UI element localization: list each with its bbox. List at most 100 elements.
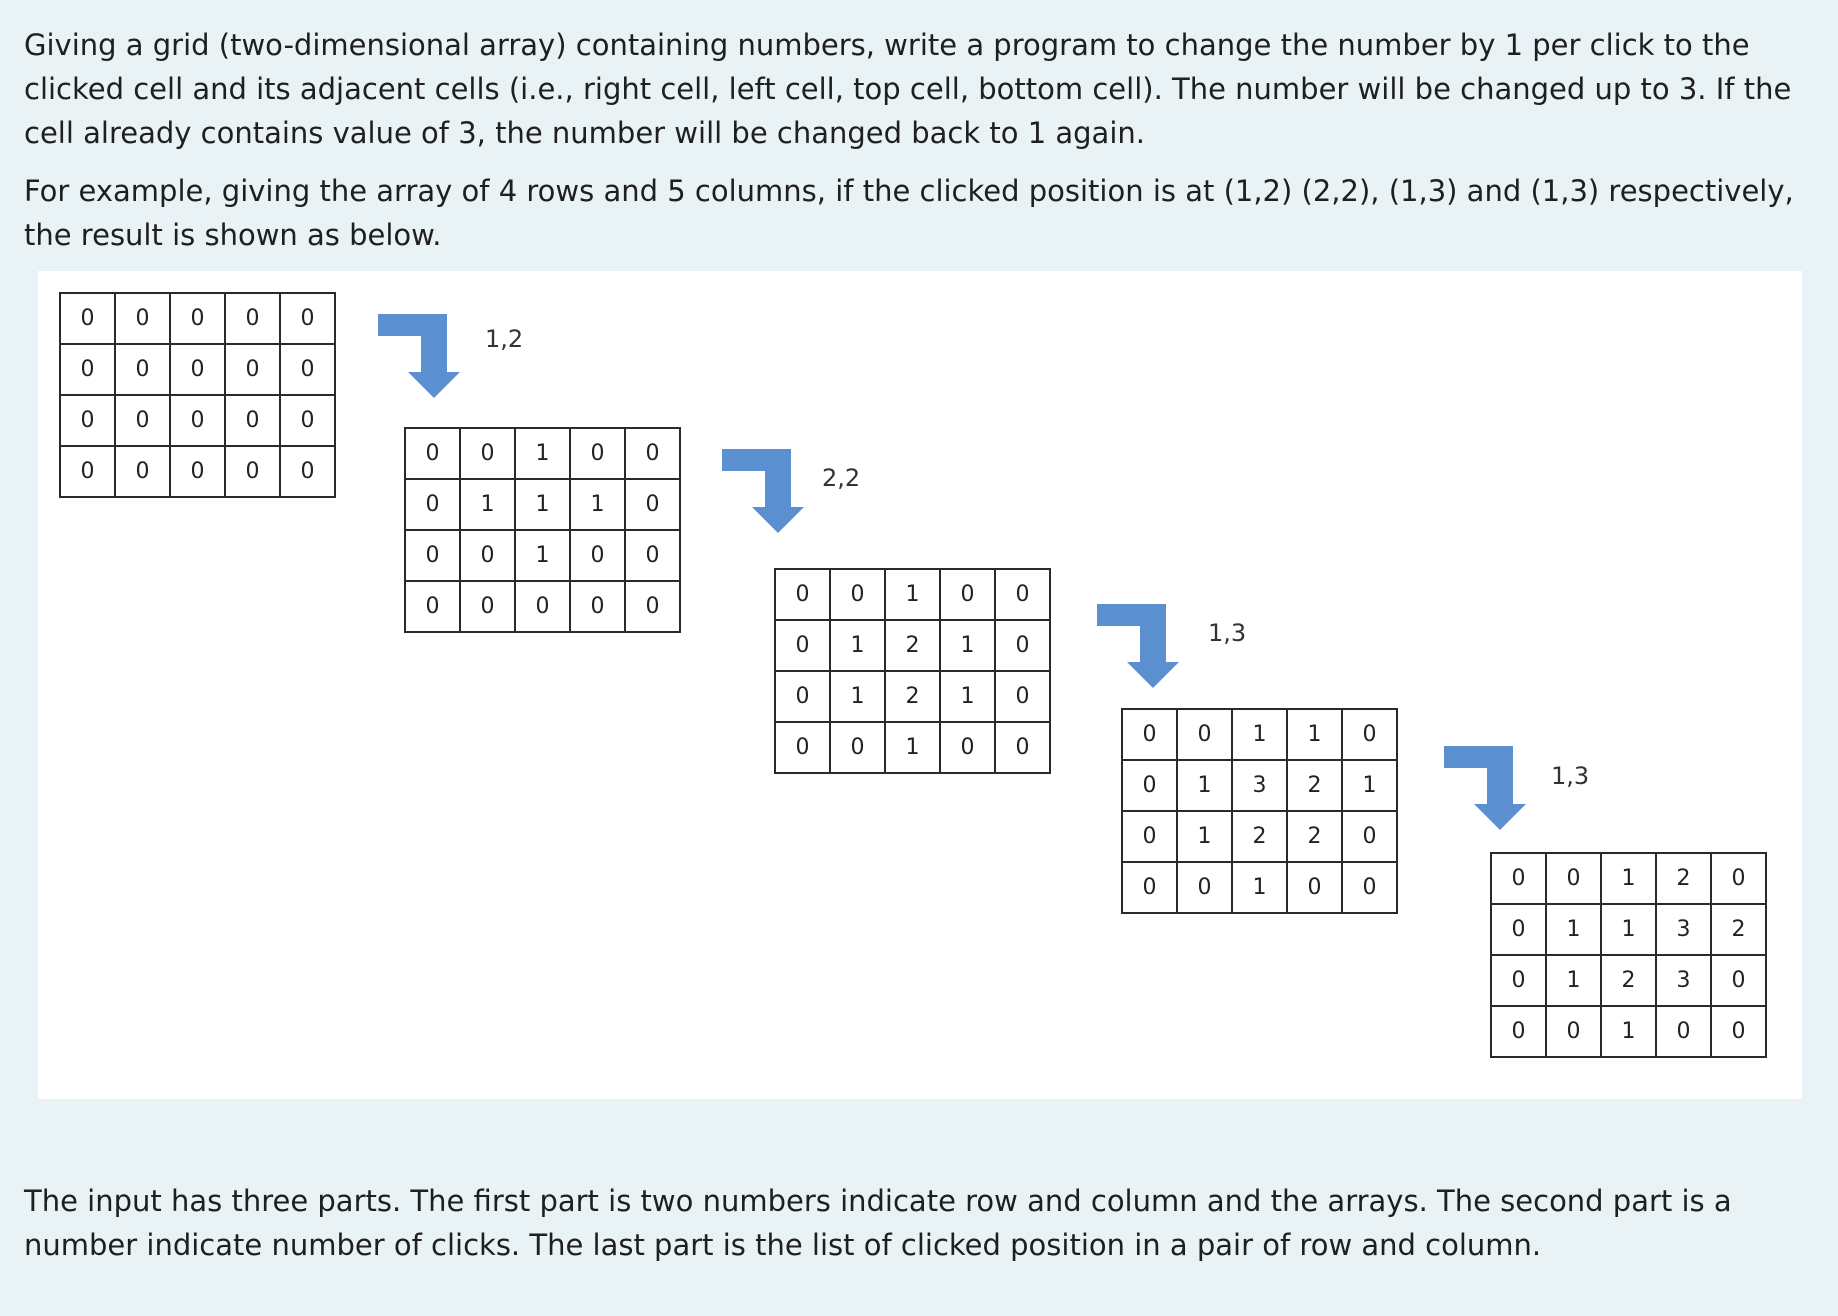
grid-cell: 0 xyxy=(114,343,171,396)
grid-cell: 0 xyxy=(1176,708,1233,761)
arrow-down-icon xyxy=(378,314,460,398)
grid-cell: 0 xyxy=(169,394,226,447)
grid-cell: 0 xyxy=(994,619,1051,672)
grid-cell: 1 xyxy=(514,427,571,480)
click-label-1: 1,2 xyxy=(485,325,524,353)
grid-cell: 1 xyxy=(1231,708,1288,761)
grid-cell: 1 xyxy=(829,670,886,723)
grid-cell: 0 xyxy=(1341,861,1398,914)
grid-cell: 0 xyxy=(774,721,831,774)
grid-cell: 0 xyxy=(404,427,461,480)
grid-cell: 0 xyxy=(114,292,171,345)
grid-cell: 1 xyxy=(514,478,571,531)
grid-cell: 0 xyxy=(224,445,281,498)
grid-cell: 1 xyxy=(1545,903,1602,956)
grid-cell: 1 xyxy=(884,721,941,774)
arrow-down-icon xyxy=(1097,604,1179,688)
grid-cell: 2 xyxy=(1600,954,1657,1007)
grid-cell: 0 xyxy=(1545,852,1602,905)
grid-cell: 1 xyxy=(829,619,886,672)
grid-cell: 0 xyxy=(774,670,831,723)
grid-cell: 0 xyxy=(279,292,336,345)
grid-cell: 0 xyxy=(569,427,626,480)
grid-cell: 0 xyxy=(279,394,336,447)
grid-cell: 2 xyxy=(1286,759,1343,812)
grid-cell: 0 xyxy=(459,580,516,633)
grid-cell: 1 xyxy=(569,478,626,531)
grid-cell: 0 xyxy=(114,445,171,498)
grid-cell: 0 xyxy=(169,445,226,498)
grid-cell: 0 xyxy=(224,343,281,396)
grid-cell: 0 xyxy=(569,529,626,582)
grid-cell: 1 xyxy=(884,568,941,621)
grid-cell: 1 xyxy=(1600,903,1657,956)
grid-cell: 0 xyxy=(569,580,626,633)
grid-cell: 1 xyxy=(514,529,571,582)
grid-cell: 0 xyxy=(224,292,281,345)
grid-cell: 0 xyxy=(59,343,116,396)
grid-cell: 0 xyxy=(829,721,886,774)
grid-cell: 0 xyxy=(114,394,171,447)
grid-cell: 0 xyxy=(829,568,886,621)
grid-cell: 0 xyxy=(59,394,116,447)
grid-cell: 0 xyxy=(59,445,116,498)
grid-cell: 0 xyxy=(624,427,681,480)
example-paragraph: For example, giving the array of 4 rows … xyxy=(24,174,1794,252)
grid-cell: 0 xyxy=(1341,708,1398,761)
grid-cell: 0 xyxy=(1710,852,1767,905)
grid-cell: 1 xyxy=(1176,759,1233,812)
grid-cell: 0 xyxy=(169,343,226,396)
grid-cell: 0 xyxy=(1121,708,1178,761)
grid-cell: 0 xyxy=(404,580,461,633)
grid-cell: 2 xyxy=(1655,852,1712,905)
grid-cell: 0 xyxy=(1286,861,1343,914)
arrow-down-icon xyxy=(1444,746,1526,830)
grid-cell: 0 xyxy=(404,529,461,582)
grid-cell: 0 xyxy=(1490,1005,1547,1058)
grid-cell: 0 xyxy=(169,292,226,345)
grid-cell: 3 xyxy=(1231,759,1288,812)
grid-cell: 0 xyxy=(279,343,336,396)
grid-cell: 1 xyxy=(459,478,516,531)
grid-cell: 0 xyxy=(939,568,996,621)
intro-paragraph: Giving a grid (two-dimensional array) co… xyxy=(24,28,1792,150)
grid-cell: 1 xyxy=(1545,954,1602,1007)
grid-cell: 0 xyxy=(994,670,1051,723)
grid-cell: 0 xyxy=(514,580,571,633)
input-paragraph: The input has three parts. The first par… xyxy=(24,1184,1732,1262)
grid-cell: 1 xyxy=(1176,810,1233,863)
grid-cell: 2 xyxy=(884,670,941,723)
grid-cell: 0 xyxy=(1490,903,1547,956)
grid-cell: 0 xyxy=(459,529,516,582)
grid-cell: 3 xyxy=(1655,954,1712,1007)
grid-cell: 1 xyxy=(939,619,996,672)
grid-cell: 1 xyxy=(1231,861,1288,914)
grid-cell: 0 xyxy=(1341,810,1398,863)
grid-cell: 0 xyxy=(279,445,336,498)
click-label-2: 2,2 xyxy=(822,464,861,492)
arrow-down-icon xyxy=(722,449,804,533)
grid-cell: 0 xyxy=(624,529,681,582)
grid-cell: 0 xyxy=(1710,954,1767,1007)
grid-cell: 0 xyxy=(1121,861,1178,914)
grid-cell: 0 xyxy=(994,721,1051,774)
grid-cell: 0 xyxy=(939,721,996,774)
